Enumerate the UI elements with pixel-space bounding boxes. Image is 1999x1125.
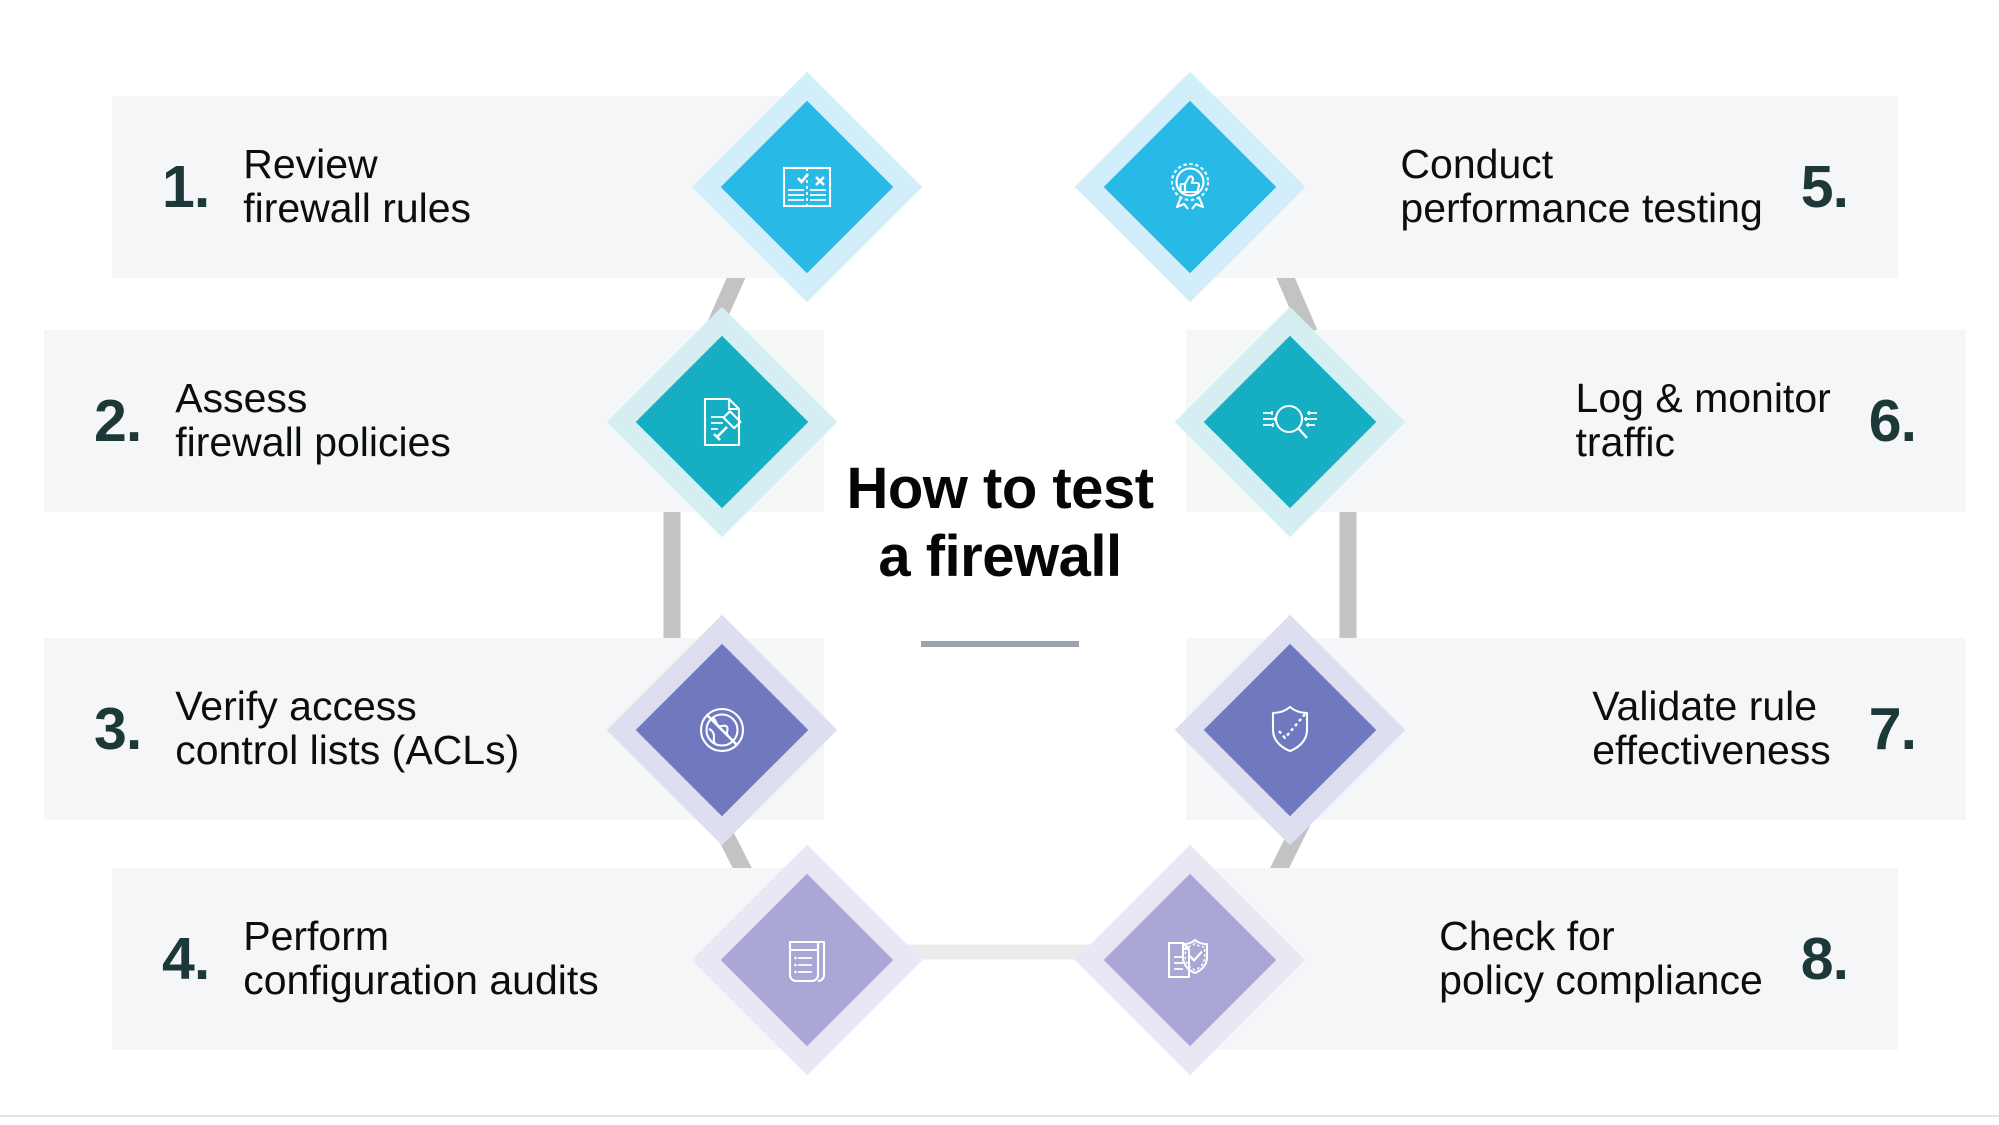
step-label-7: Validate rule effectiveness (1592, 683, 1831, 773)
step-label-2: Assess firewall policies (175, 375, 451, 465)
step-number-3: 3. (94, 695, 142, 762)
node-tile-2 (635, 335, 809, 509)
thumbs-up-award-icon (1170, 162, 1210, 210)
step-label-1: Review firewall rules (243, 141, 472, 231)
node-tile-4 (720, 873, 894, 1047)
step-number-8: 8. (1800, 925, 1849, 992)
compare-checklist-icon (782, 166, 832, 208)
scroll-list-icon (788, 940, 826, 983)
step-band-5[interactable]: Conduct performance testing 5. (1186, 96, 1898, 278)
step-label-3: Verify access control lists (ACLs) (175, 683, 520, 773)
step-number-5: 5. (1800, 153, 1849, 220)
node-tile-5 (1103, 100, 1277, 274)
step-node-4[interactable] (691, 844, 923, 1076)
magnifier-logs-icon (1263, 404, 1317, 439)
node-tile-7 (1203, 643, 1377, 817)
step-label-4: Perform configuration audits (243, 913, 599, 1003)
node-tile-1 (720, 100, 894, 274)
step-label-8: Check for policy compliance (1439, 913, 1763, 1003)
step-label-6: Log & monitor traffic (1575, 375, 1831, 465)
step-number-4: 4. (162, 925, 210, 992)
step-number-6: 6. (1868, 387, 1917, 454)
step-number-7: 7. (1868, 695, 1917, 762)
step-node-5[interactable] (1074, 71, 1306, 303)
node-tile-8 (1103, 873, 1277, 1047)
step-number-1: 1. (162, 153, 210, 220)
step-label-5: Conduct performance testing (1400, 141, 1763, 231)
step-number-2: 2. (94, 387, 142, 454)
footer-divider (0, 1115, 1999, 1117)
node-tile-3 (635, 643, 809, 817)
step-node-7[interactable] (1174, 614, 1406, 846)
document-gavel-icon (703, 397, 742, 447)
document-shield-check-icon (1167, 938, 1209, 979)
step-node-8[interactable] (1074, 844, 1306, 1076)
node-tile-6 (1203, 335, 1377, 509)
title-divider (921, 640, 1079, 647)
step-node-1[interactable] (691, 71, 923, 303)
step-node-2[interactable] (606, 306, 838, 538)
blocked-globe-icon (699, 707, 745, 753)
shield-check-arrow-icon (1271, 705, 1309, 753)
connector-left (663, 164, 793, 956)
step-node-6[interactable] (1174, 306, 1406, 538)
page-title: How to test a firewall (846, 456, 1154, 589)
step-node-3[interactable] (606, 614, 838, 846)
center-title-block: How to test a firewall (740, 455, 1260, 647)
